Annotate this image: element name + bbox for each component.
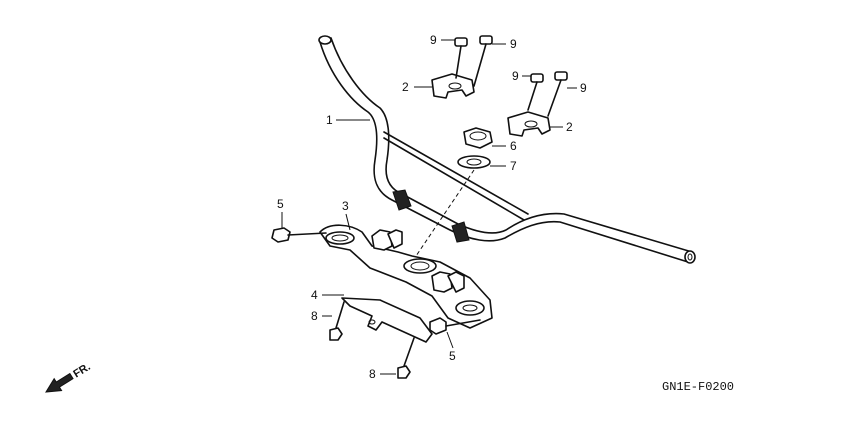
knurl-band-right <box>451 221 470 243</box>
callout-9c: 9 <box>512 69 519 83</box>
callout-6: 6 <box>510 139 517 153</box>
front-direction-arrow: FR. <box>45 361 93 393</box>
callout-3: 3 <box>342 199 349 213</box>
upper-holder-left <box>431 73 475 99</box>
callout-5a: 5 <box>277 197 284 211</box>
callout-9b: 9 <box>510 37 517 51</box>
bolt-8-bottom <box>397 337 415 379</box>
bolt-8-left <box>329 301 345 341</box>
callout-5b: 5 <box>449 349 456 363</box>
callout-8b: 8 <box>369 367 376 381</box>
callout-9d: 9 <box>580 81 587 95</box>
callout-2b: 2 <box>566 120 573 134</box>
plate <box>341 297 433 343</box>
callout-7: 7 <box>510 159 517 173</box>
upper-holder-right <box>507 111 551 137</box>
lower-holder <box>319 224 493 329</box>
washer <box>457 155 491 169</box>
bolt-5-left <box>271 227 327 243</box>
arrow-icon <box>45 372 74 393</box>
callout-9a: 9 <box>430 33 437 47</box>
callout-1: 1 <box>326 113 333 127</box>
callout-2a: 2 <box>402 80 409 94</box>
bolt-5-right <box>429 317 481 335</box>
bolt-9-a <box>454 37 468 79</box>
bolt-9-c <box>527 73 544 111</box>
bolt-9-d <box>547 71 568 117</box>
knurl-band-left <box>392 189 412 211</box>
nut <box>463 127 493 149</box>
callout-4: 4 <box>311 288 318 302</box>
handlebar <box>318 35 696 264</box>
bolt-9-b <box>473 35 493 87</box>
direction-label: FR. <box>71 361 92 381</box>
callout-8a: 8 <box>311 309 318 323</box>
diagram-code: GN1E-F0200 <box>662 380 734 394</box>
